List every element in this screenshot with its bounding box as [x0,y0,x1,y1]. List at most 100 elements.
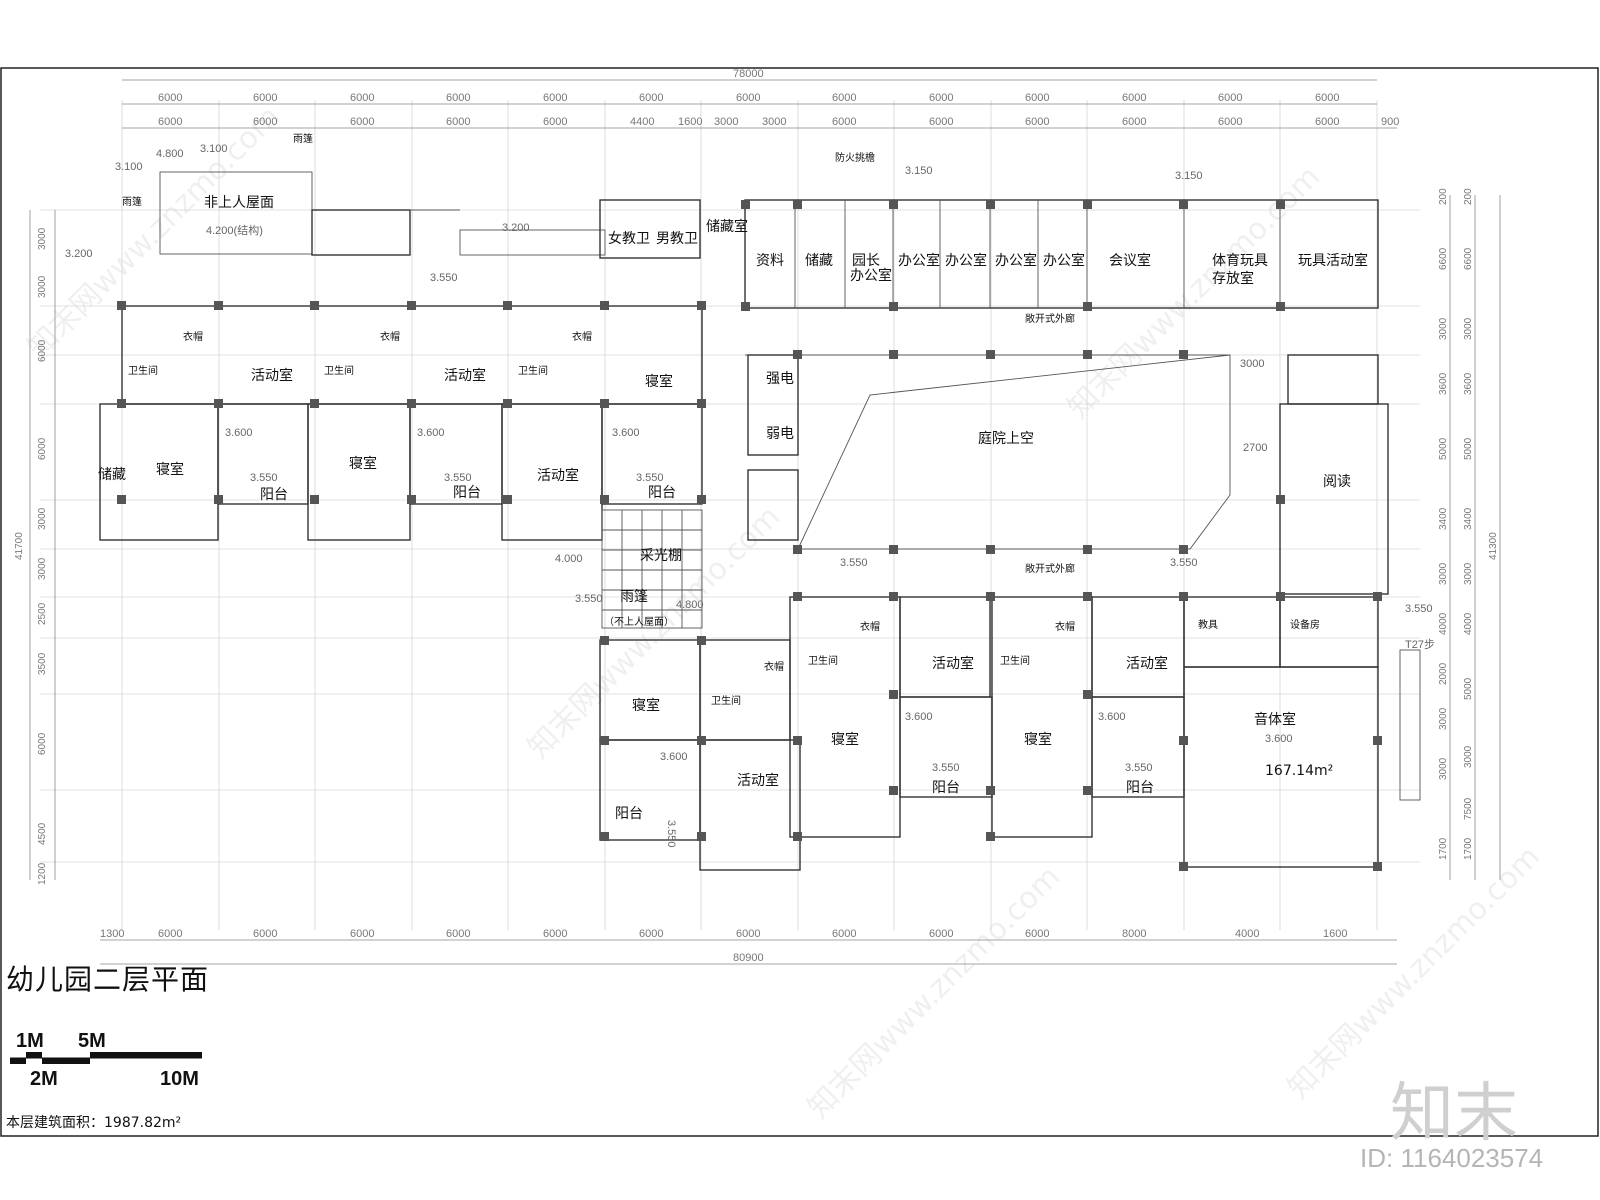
dim-right: 4000 [1438,612,1449,635]
dim-total-top: 78000 [733,68,764,80]
room-courtyard-void: 庭院上空 [978,430,1034,447]
room-toilet: 卫生间 [518,364,548,377]
dim-left: 3000 [37,557,48,580]
dim-right2: 3600 [1463,372,1474,395]
watermark: 知末网www.znzmo.com [801,859,1067,1125]
room-toy: 玩具活动室 [1298,252,1368,269]
annotations: 雨篷 雨篷 防火挑檐 敞开式外廊 敞开式外廊 [122,132,1075,575]
dim-right2: 3400 [1463,507,1474,530]
dim-bottom: 6000 [929,928,953,940]
elevation-marks: 3.100 4.800 3.100 3.200 4.200(结构) 3.200 … [65,143,1435,848]
annotation-fire-eave: 防火挑檐 [835,151,875,164]
elevation: 3.550 [1405,603,1433,615]
room-cloakroom: 衣帽 [380,330,400,343]
room-canopy: 雨篷 [620,589,648,605]
room-activity: 活动室 [1126,655,1168,672]
dim-bottom: 8000 [1122,928,1146,940]
dim-right: 3400 [1438,507,1449,530]
scale-label-1m: 1M [16,1030,44,1052]
dim-top1: 6000 [929,92,953,104]
dim-top2: 6000 [1315,116,1339,128]
elevation: 3.550 [444,472,472,484]
bottom-dimensions: 1300 6000 6000 6000 6000 6000 6000 6000 … [100,928,1347,964]
room-balcony: 阳台 [932,780,960,796]
dim-top2: 6000 [350,116,374,128]
room-strong-electric: 强电 [766,371,794,387]
dim-bottom: 6000 [253,928,277,940]
room-bedroom: 寝室 [349,455,377,472]
dim-top2: 6000 [832,116,856,128]
dim-bottom: 6000 [446,928,470,940]
room-toilet: 卫生间 [808,654,838,667]
annotation-canopy: 雨篷 [122,195,142,208]
dim-right: 3000 [1438,562,1449,585]
dim-right: 3600 [1438,372,1449,395]
dim-left: 1200 [37,862,48,885]
dim-top1: 6000 [639,92,663,104]
dim-bottom: 6000 [1025,928,1049,940]
room-reading: 阅读 [1323,473,1351,490]
dim-top2: 6000 [1025,116,1049,128]
dim-left: 6000 [37,732,48,755]
left-dimensions: 3000 3000 6000 6000 3000 3000 2500 3500 … [14,227,48,885]
dim-top2: 6000 [446,116,470,128]
annotation-open-corridor: 敞开式外廊 [1025,562,1075,575]
elevation: 3.600 [225,427,253,439]
skylight-grid [601,509,703,629]
room-principal: 办公室 [850,267,892,284]
dim-left: 6000 [37,339,48,362]
drawing-frame [0,67,1599,1137]
dim-right: 200 [1438,188,1449,205]
elevation: 3.550 [575,593,603,605]
elevation: 4.800 [156,148,184,160]
dim-right: 3000 [1438,317,1449,340]
dim-top2: 6000 [543,116,567,128]
elevation: 4.000 [555,553,583,565]
dim-top2: 6000 [929,116,953,128]
dim-right2: 200 [1463,188,1474,205]
dim-top2: 3000 [762,116,786,128]
room-cloakroom: 衣帽 [183,330,203,343]
elevation: 3.550 [1170,557,1198,569]
room-storage: 储藏 [98,467,126,483]
room-toilet: 卫生间 [324,364,354,377]
dim-bottom: 4000 [1235,928,1259,940]
scale-label-10m: 10M [160,1068,199,1090]
dim-top1: 6000 [1122,92,1146,104]
room-music-hall: 音体室 [1254,711,1296,728]
scale-label-2m: 2M [30,1068,58,1090]
room-activity: 活动室 [932,655,974,672]
elevation: 2700 [1243,442,1267,454]
room-balcony: 阳台 [453,485,481,501]
floor-area-text: 本层建筑面积：1987.82m² [6,1115,182,1131]
room-no-access-roof: （不上人屋面） [604,616,674,628]
dim-total-bottom: 80900 [733,952,764,964]
room-skylight: 采光棚 [640,548,682,564]
room-activity: 活动室 [251,367,293,384]
dim-top1: 6000 [158,92,182,104]
room-bedroom: 寝室 [831,731,859,748]
elevation: 3.550 [636,472,664,484]
room-office: 办公室 [1043,252,1085,269]
room-bedroom: 寝室 [1024,731,1052,748]
dim-left-total: 41700 [14,532,25,560]
dim-left: 3000 [37,275,48,298]
room-archives: 资料 [756,253,784,269]
scale-label-5m: 5M [78,1030,106,1052]
dim-top2: 900 [1381,116,1399,128]
room-sport-storage: 存放室 [1212,270,1254,287]
scale-bar [10,1052,202,1064]
room-principal: 园长 [852,253,880,269]
columns [117,200,1382,871]
dim-right: 2000 [1438,662,1449,685]
dim-top1: 6000 [736,92,760,104]
room-activity: 活动室 [737,772,779,789]
room-teaching-aids: 教具 [1198,618,1218,631]
elevation: 3.600 [1098,711,1126,723]
elevation: 3.600 [417,427,445,439]
elevation: 3.200 [65,248,93,260]
top-dimensions: 78000 6000 6000 6000 6000 6000 6000 6000… [158,68,1399,128]
elevation: 3.550 [840,557,868,569]
room-sport-storage: 体育玩具 [1212,253,1268,269]
dim-top1: 6000 [1025,92,1049,104]
